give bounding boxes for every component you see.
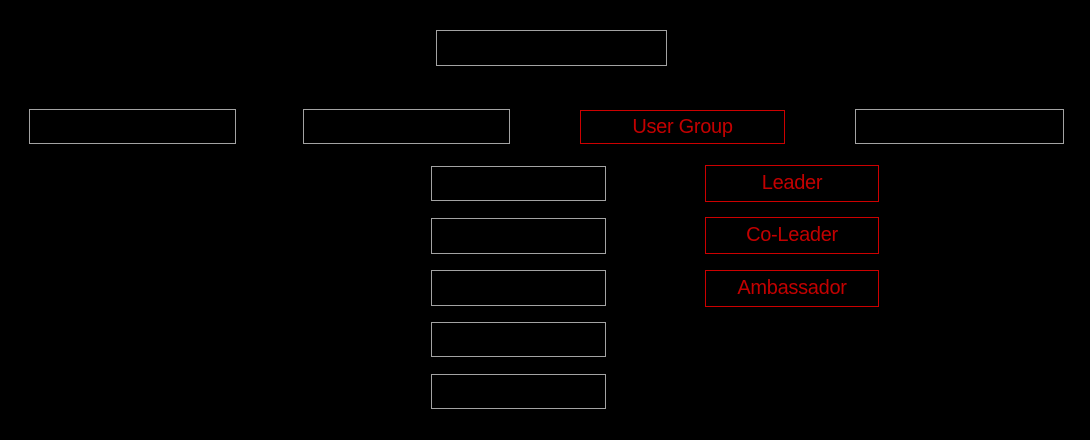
ambassador-label: Ambassador [737, 277, 847, 299]
connector-branch2-children [405, 144, 431, 393]
level2-node-2-box [303, 109, 510, 144]
branch2-child-4-box [431, 322, 606, 357]
root-node-box [436, 30, 667, 66]
connector-root-to-level2 [131, 66, 961, 109]
connector-user-group-children [681, 144, 705, 290]
level2-node-1-box [29, 109, 236, 144]
branch2-child-5-box [431, 374, 606, 409]
co-leader-box: Co-Leader [705, 217, 879, 254]
leader-label: Leader [761, 172, 823, 194]
leader-box: Leader [705, 165, 879, 202]
user-group-box: User Group [580, 110, 785, 144]
co-leader-label: Co-Leader [746, 224, 838, 246]
ambassador-box: Ambassador [705, 270, 879, 307]
branch2-child-2-box [431, 218, 606, 254]
user-group-label: User Group [632, 115, 733, 138]
level2-node-4-box [855, 109, 1064, 144]
branch2-child-1-box [431, 166, 606, 201]
branch2-child-3-box [431, 270, 606, 306]
